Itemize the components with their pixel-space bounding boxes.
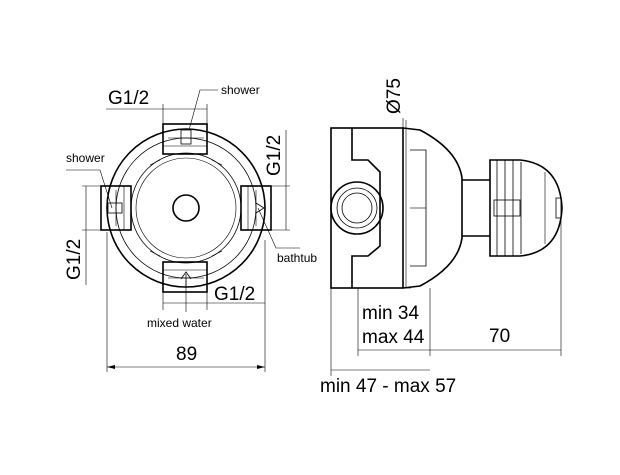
side-view: Ø75 min 34 max 44 70 min 47 - max 57 xyxy=(320,78,563,397)
total-dimension: min 47 - max 57 xyxy=(320,288,456,397)
top-port xyxy=(162,123,208,155)
diameter-label: Ø75 xyxy=(384,78,405,114)
bottom-thread-label: G1/2 xyxy=(214,284,255,305)
left-thread-label: G1/2 xyxy=(64,239,85,280)
right-outlet-label: bathtub xyxy=(277,251,317,265)
bottom-thread-dimension: G1/2 xyxy=(162,284,265,310)
hub-ring xyxy=(130,152,242,264)
handle-length-label: 70 xyxy=(489,326,510,347)
left-outlet-label: shower xyxy=(66,151,105,165)
inlet-outer xyxy=(330,181,384,235)
left-port xyxy=(100,185,132,231)
width-dimension-label: 89 xyxy=(176,344,197,365)
diameter-dimension: Ø75 xyxy=(384,78,411,289)
top-outlet-label: shower xyxy=(221,83,260,97)
right-thread-dimension: G1/2 xyxy=(264,130,290,231)
width-dimension: 89 xyxy=(106,232,266,372)
center-hole xyxy=(172,194,200,222)
top-thread-dimension: G1/2 xyxy=(106,88,208,124)
handle-length-dimension: 70 xyxy=(430,218,562,356)
right-thread-label: G1/2 xyxy=(264,135,285,176)
bottom-outlet-label: mixed water xyxy=(147,316,212,330)
max-depth-label: max 44 xyxy=(362,327,425,348)
top-thread-label: G1/2 xyxy=(108,88,149,109)
total-range-label: min 47 - max 57 xyxy=(320,376,456,397)
handle-knob xyxy=(489,159,563,257)
min-depth-label: min 34 xyxy=(362,303,419,324)
depth-dimension: min 34 max 44 xyxy=(357,288,431,356)
inlet-inner xyxy=(341,192,373,224)
right-port xyxy=(240,185,272,231)
inlet-mid xyxy=(336,187,378,229)
rosette xyxy=(402,127,463,289)
body-inner-circle xyxy=(115,137,257,279)
hub-ring-inner xyxy=(135,157,237,259)
left-thread-dimension: G1/2 xyxy=(64,185,101,285)
front-view: G1/2 shower shower G1/2 G1/2 bathtub xyxy=(64,83,317,372)
